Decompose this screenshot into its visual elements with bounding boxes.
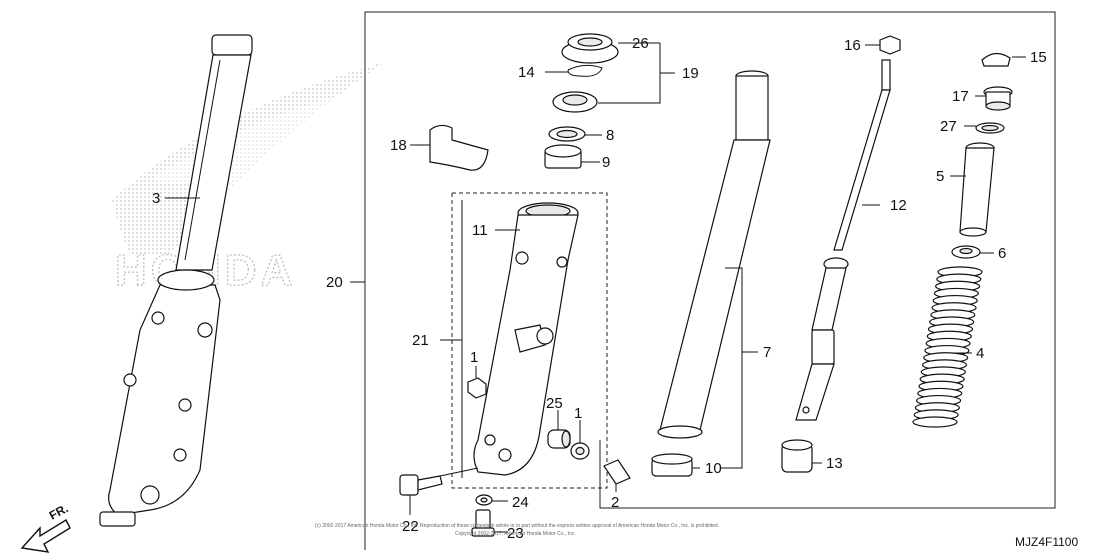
part-13-oil-lock-piece — [781, 439, 813, 473]
part-24-washer — [475, 494, 493, 506]
callout-24: 24 — [512, 494, 529, 511]
callout-14: 14 — [518, 64, 535, 81]
copyright-line2: Copyright 2002-2017, American Honda Moto… — [455, 531, 576, 537]
callout-16: 16 — [844, 37, 861, 54]
part-10-guide-bushing — [651, 453, 693, 477]
part-7-fork-pipe — [657, 70, 771, 439]
direction-label: FR. — [47, 501, 71, 522]
callout-15: 15 — [1030, 49, 1047, 66]
part-18-fork-cover — [429, 124, 489, 171]
callout-9: 9 — [602, 154, 610, 171]
callout-7: 7 — [763, 344, 771, 361]
callout-21: 21 — [412, 332, 429, 349]
part-12-damper-rod — [795, 59, 891, 421]
part-6-spring-seat — [951, 245, 981, 259]
part-2-pin — [603, 459, 631, 485]
assembly-frame — [364, 11, 1056, 550]
callout-12: 12 — [890, 197, 907, 214]
front-direction-arrow-icon — [20, 519, 71, 553]
callout-20: 20 — [326, 274, 343, 291]
part-3-fork-leg — [99, 34, 253, 527]
callout-25: 25 — [546, 395, 563, 412]
callout-5: 5 — [936, 168, 944, 185]
part-22-bolt — [399, 467, 479, 496]
callout-13: 13 — [826, 455, 843, 472]
callout-1b: 1 — [574, 405, 582, 422]
callout-22: 22 — [402, 518, 419, 535]
callout-27: 27 — [940, 118, 957, 135]
callout-11: 11 — [472, 222, 488, 239]
part-8-back-up-ring — [548, 126, 586, 142]
part-14-stopper-ring — [567, 64, 603, 77]
part-16-lock-nut — [879, 35, 901, 55]
callout-17: 17 — [952, 88, 969, 105]
spring-coil — [912, 416, 958, 428]
callout-26: 26 — [632, 35, 649, 52]
callout-1a: 1 — [470, 349, 478, 366]
honda-wing-logo — [112, 62, 385, 255]
callout-6: 6 — [998, 245, 1006, 262]
part-25-collar — [547, 429, 571, 449]
part-9-slider-bushing — [544, 144, 582, 169]
callout-18: 18 — [390, 137, 407, 154]
part-17-fork-bolt — [983, 86, 1013, 111]
copyright-text: (c) 2002-2017 American Honda Motor Co., … — [315, 523, 719, 529]
callout-10: 10 — [705, 460, 722, 477]
callout-23: 23 — [507, 525, 524, 542]
callout-2: 2 — [611, 494, 619, 511]
part-15-cap — [981, 52, 1011, 67]
part-26-dust-seal — [561, 33, 619, 64]
part-1-nut-left — [467, 377, 487, 399]
part-11-bottom-case — [473, 202, 579, 476]
part-27-o-ring — [975, 122, 1005, 134]
callout-4: 4 — [976, 345, 984, 362]
diagram-code: MJZ4F1100 — [1015, 535, 1078, 549]
part-4-fork-spring — [912, 266, 983, 428]
callout-19: 19 — [682, 65, 699, 82]
callout-3: 3 — [152, 190, 160, 207]
part-1-nut-right — [570, 442, 590, 460]
callout-8: 8 — [606, 127, 614, 144]
part-19-oil-seal — [552, 91, 598, 113]
part-5-spring-collar — [959, 142, 995, 237]
